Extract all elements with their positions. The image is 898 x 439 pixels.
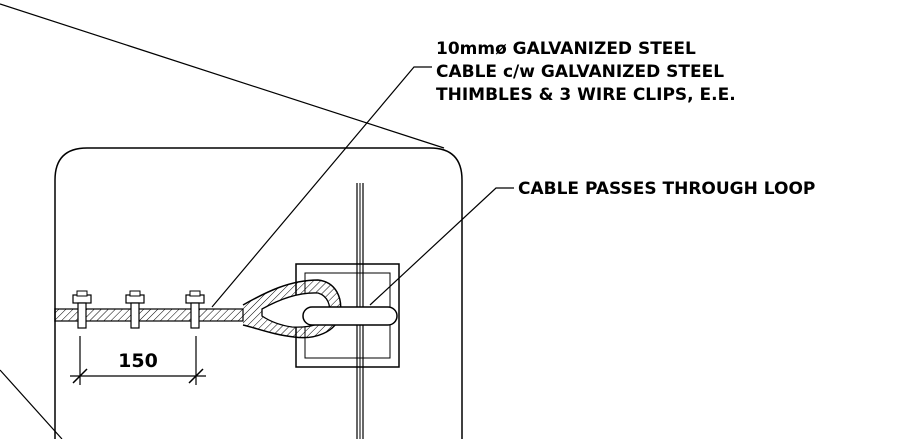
cable-note-line-3: THIMBLES & 3 WIRE CLIPS, E.E.	[436, 85, 736, 105]
wire-clip	[185, 290, 205, 329]
loop-note: CABLE PASSES THROUGH LOOP	[518, 179, 815, 199]
detail-frame	[54, 147, 463, 439]
cable-note-line-1: 10mmø GALVANIZED STEEL	[436, 39, 696, 59]
callout-line-upper	[0, 3, 445, 149]
loop-note-leader	[369, 187, 514, 306]
callout-line-lower	[0, 369, 63, 439]
wire-clip	[125, 290, 145, 329]
cable-note-line-2: CABLE c/w GALVANIZED STEEL	[436, 62, 724, 82]
loop-bar	[302, 306, 398, 326]
wire-clips	[72, 290, 205, 329]
cable-note-leader	[211, 66, 432, 308]
wire-clip	[72, 290, 92, 329]
dimension-value: 150	[118, 350, 158, 372]
dimension-150: 150	[70, 336, 206, 385]
